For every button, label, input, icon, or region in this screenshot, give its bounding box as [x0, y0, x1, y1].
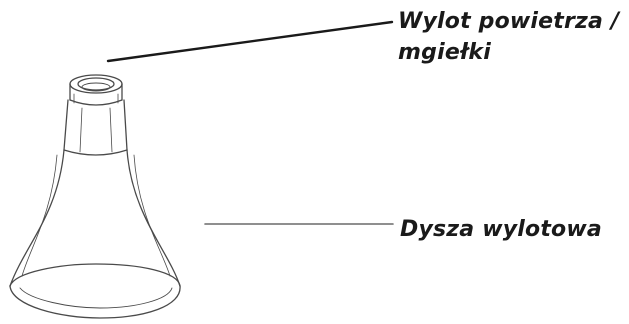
- outlet-tip: [69, 74, 123, 106]
- outlet-label: Wylot powietrza / mgiełki: [398, 6, 619, 68]
- nozzle-body: [9, 149, 181, 319]
- outlet-label-line1: Wylot powietrza /: [398, 9, 620, 34]
- nozzle-neck: [63, 99, 128, 156]
- outlet-label-line2: mgiełki: [398, 40, 491, 65]
- outlet-leader-line: [106, 20, 394, 63]
- nozzle-label: Dysza wylotowa: [400, 217, 602, 242]
